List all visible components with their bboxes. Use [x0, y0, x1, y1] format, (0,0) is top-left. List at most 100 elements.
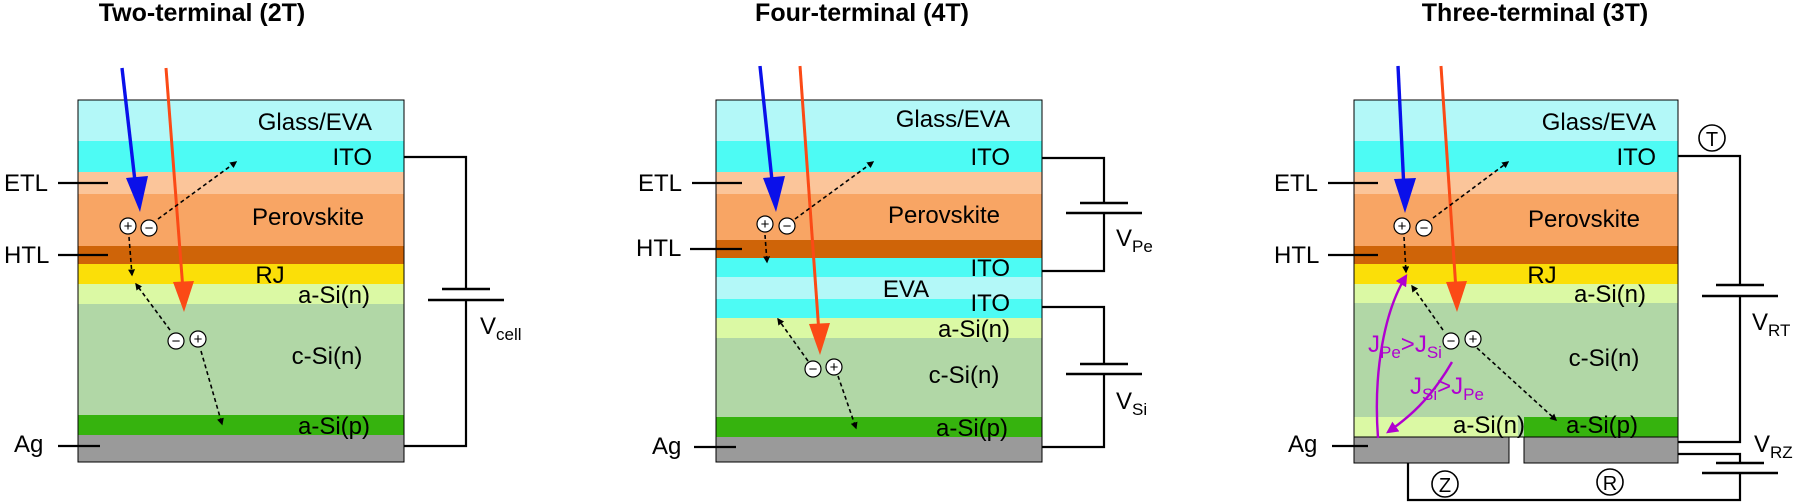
terminal-t-label: T: [1706, 129, 1718, 151]
label-ito: ITO: [970, 255, 1010, 282]
layer-glass-eva: [1354, 100, 1678, 141]
layer-ag-r: [1524, 437, 1678, 463]
electron-icon: −: [1442, 332, 1460, 350]
stack-outline: [77, 99, 405, 463]
electron-icon: −: [778, 217, 796, 235]
svg-text:−: −: [1447, 333, 1456, 350]
battery-icon: [1702, 461, 1778, 475]
layer-ag-z: [1354, 437, 1509, 463]
layer-perovskite: [716, 194, 1042, 240]
label-ito: ITO: [1616, 144, 1656, 171]
label-rj: RJ: [255, 262, 284, 289]
label-c-si-n: c-Si(n): [929, 362, 1000, 389]
electron-icon: −: [1415, 219, 1433, 237]
layer-stack-4t: [715, 99, 1043, 463]
layer-c-si-n: [78, 304, 404, 415]
wire-bottom-2t: [404, 300, 468, 448]
layer-etl: [78, 172, 404, 194]
layer-glass-eva: [716, 100, 1042, 141]
stack-outline: [715, 99, 1043, 463]
wire-bottom-pe: [1042, 213, 1106, 273]
panel-three-terminal: Three-terminal (3T) Glass/EVA ITO Perovs…: [1274, 0, 1793, 502]
blue-ray-arrowhead: [126, 176, 148, 212]
label-htl: HTL: [4, 242, 49, 269]
layer-ito: [1354, 141, 1678, 172]
label-j-si-gt-j-pe: JSi>JPe: [1410, 373, 1484, 404]
label-perovskite: Perovskite: [252, 204, 364, 231]
layer-ag: [716, 437, 1042, 462]
battery-icon: [1066, 201, 1142, 215]
terminal-circle-icon: Z: [1431, 470, 1459, 498]
layer-etl: [716, 172, 1042, 194]
label-j-pe-gt-j-si: JPe>JSi: [1368, 331, 1442, 362]
svg-text:−: −: [809, 361, 818, 378]
panel-four-terminal: Four-terminal (4T) Glass/EVA ITO Perovsk…: [636, 0, 1153, 463]
terminal-z-label: Z: [1439, 475, 1451, 497]
layer-ag: [78, 435, 404, 462]
label-a-si-n-rear: a-Si(n): [1453, 412, 1525, 439]
label-v-pe: VPe: [1116, 225, 1153, 256]
layer-a-si-p: [78, 415, 404, 435]
label-v-rz: VRZ: [1754, 431, 1793, 462]
ag-z-outline: [1353, 436, 1510, 464]
blue-light-ray-icon: [758, 65, 775, 191]
label-a-si-p: a-Si(p): [936, 415, 1008, 442]
label-ag: Ag: [14, 431, 43, 458]
red-light-ray-icon: [798, 65, 821, 334]
svg-text:+: +: [830, 359, 839, 376]
label-a-si-n: a-Si(n): [1574, 281, 1646, 308]
label-a-si-n: a-Si(n): [298, 282, 370, 309]
svg-text:+: +: [194, 331, 203, 348]
hole-icon: +: [119, 217, 137, 235]
label-a-si-n: a-Si(n): [938, 316, 1010, 343]
label-c-si-n: c-Si(n): [1569, 345, 1640, 372]
red-light-ray-icon: [164, 67, 185, 291]
svg-text:−: −: [783, 218, 792, 235]
terminal-circle-icon: T: [1698, 124, 1726, 152]
layer-c-si-n: [1354, 303, 1678, 417]
label-glass-eva: Glass/EVA: [896, 106, 1010, 133]
title-two-terminal: Two-terminal (2T): [99, 0, 305, 27]
hole-path-to-htl: [1402, 236, 1410, 274]
layer-rj: [1354, 264, 1678, 284]
wire-bottom-rz: [1406, 463, 1742, 502]
label-eva: EVA: [883, 276, 929, 303]
hole-icon: +: [1464, 330, 1482, 348]
layer-a-si-n: [1354, 284, 1678, 303]
label-perovskite: Perovskite: [1528, 206, 1640, 233]
title-three-terminal: Three-terminal (3T): [1422, 0, 1648, 27]
hole-icon: +: [825, 358, 843, 376]
label-glass-eva: Glass/EVA: [1542, 109, 1656, 136]
hole-icon: +: [756, 215, 774, 233]
label-rj: RJ: [1527, 262, 1556, 289]
label-c-si-n: c-Si(n): [292, 343, 363, 370]
layer-eva: [716, 277, 1042, 299]
layer-a-si-p: [716, 417, 1042, 437]
label-v-cell: Vcell: [480, 313, 522, 344]
layer-stack-2t: [77, 99, 405, 463]
layer-ito-top-bottom-cell: [716, 299, 1042, 318]
svg-text:+: +: [124, 218, 133, 235]
stack-outline: [1353, 99, 1679, 438]
layer-a-si-n: [716, 318, 1042, 338]
panel-two-terminal: Two-terminal (2T) Glass/EVA ITO Perovski…: [4, 0, 522, 463]
layer-c-si-n: [716, 338, 1042, 417]
layer-a-si-p: [1524, 417, 1678, 437]
label-v-rt: VRT: [1752, 309, 1790, 340]
terminal-circle-icon: R: [1596, 468, 1624, 496]
hole-path-to-htl: [128, 236, 136, 277]
layer-glass-eva: [78, 100, 404, 141]
blue-ray-arrowhead: [763, 176, 785, 212]
layer-ito-bottom-top-cell: [716, 258, 1042, 277]
electron-icon: −: [804, 360, 822, 378]
wire-top-rz: [1678, 452, 1742, 463]
svg-text:+: +: [1398, 218, 1407, 235]
svg-text:−: −: [1420, 220, 1429, 237]
label-glass-eva: Glass/EVA: [258, 109, 372, 136]
layer-htl: [78, 246, 404, 264]
red-ray-arrowhead: [1446, 281, 1467, 312]
blue-light-ray-icon: [1396, 65, 1406, 191]
hole-path-to-a-si-p: [200, 350, 224, 426]
wire-top-2t: [404, 155, 468, 289]
